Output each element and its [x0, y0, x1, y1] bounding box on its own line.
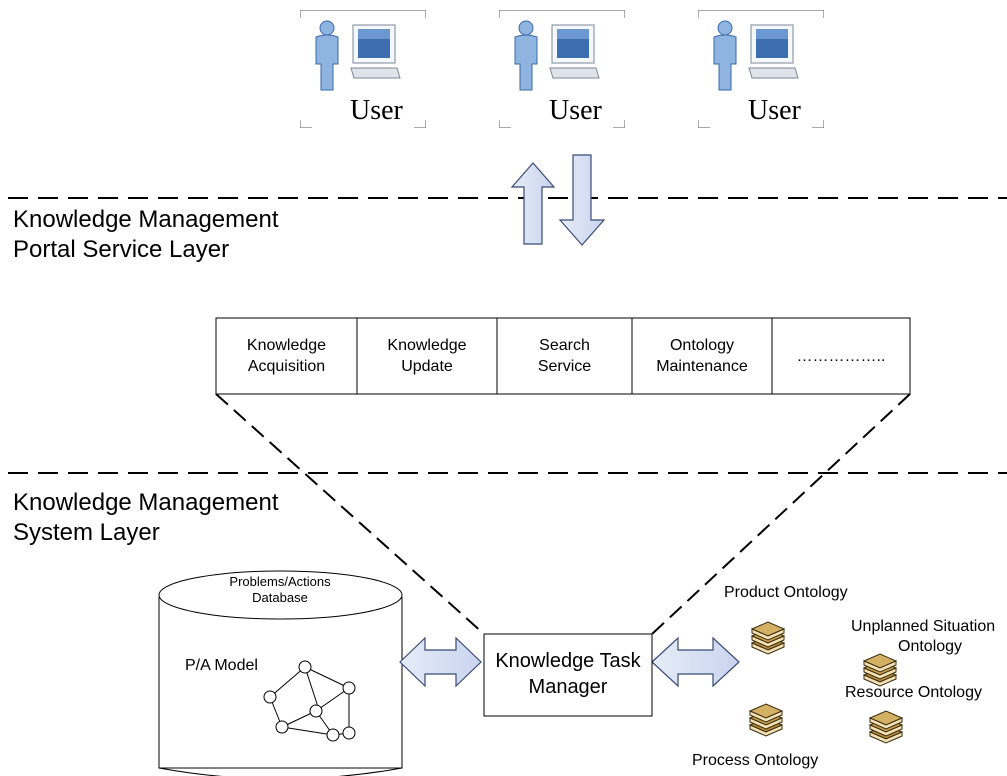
database-title-line2: Database: [252, 590, 308, 605]
funnel-right-line: [651, 393, 911, 635]
user-label: User: [549, 95, 602, 126]
service-ontology-maintenance: Ontology Maintenance: [632, 318, 772, 394]
pa-model-label: P/A Model: [185, 657, 258, 674]
unplanned-ontology-icon: [863, 653, 897, 687]
user-card: User: [698, 10, 824, 128]
service-search: Search Service: [497, 318, 632, 394]
process-ontology-icon: [749, 703, 783, 737]
service-label-line1: Ontology: [669, 337, 735, 354]
unplanned-ontology-label: Unplanned Situation Ontology: [851, 617, 1007, 657]
user-card: User: [300, 10, 426, 128]
database-cylinder: [158, 570, 403, 776]
service-knowledge-update: Knowledge Update: [357, 318, 497, 394]
db-manager-double-arrow: [399, 636, 482, 688]
pa-model-graph: [263, 660, 356, 742]
funnel-left-line: [215, 393, 485, 635]
service-label-line2: Acquisition: [247, 358, 326, 375]
service-label-line1: Search: [539, 337, 590, 354]
process-ontology-label: Process Ontology: [692, 752, 819, 769]
task-manager-line2: Manager: [528, 676, 608, 698]
task-manager-box: [483, 633, 653, 717]
database-title-line1: Problems/Actions: [229, 574, 331, 589]
user-label: User: [350, 95, 403, 126]
service-label-line1: ……………..: [796, 347, 886, 365]
portal-layer-title: Knowledge Management Portal Service Laye…: [13, 205, 279, 265]
unplanned-ontology-line2: Ontology: [898, 638, 963, 655]
service-label-line2: Maintenance: [656, 358, 748, 375]
user-label: User: [748, 95, 801, 126]
system-layer-title-line1: Knowledge Management: [13, 489, 279, 516]
task-manager-label: Knowledge Task Manager: [484, 648, 652, 700]
system-layer-title-line2: System Layer: [13, 519, 160, 546]
unplanned-ontology-line1: Unplanned Situation: [851, 618, 996, 635]
down-arrow: [558, 154, 606, 246]
manager-ontology-double-arrow: [651, 636, 740, 688]
portal-layer-title-line2: Portal Service Layer: [13, 236, 230, 263]
system-layer-title: Knowledge Management System Layer: [13, 488, 279, 548]
portal-layer-title-line1: Knowledge Management: [13, 206, 279, 233]
service-more: ……………..: [772, 318, 910, 394]
task-manager-line1: Knowledge Task: [495, 650, 641, 672]
computer-icon: [549, 24, 600, 79]
database-title: Problems/Actions Database: [200, 574, 360, 606]
service-label-line1: Knowledge: [246, 337, 327, 354]
product-ontology-label: Product Ontology: [724, 584, 848, 601]
person-icon: [514, 20, 538, 91]
service-label-line1: Knowledge: [387, 337, 467, 354]
product-ontology-icon: [751, 621, 785, 655]
up-arrow: [510, 162, 556, 245]
services-bar: [215, 317, 911, 395]
resource-ontology-icon: [869, 710, 903, 744]
service-label-line2: Service: [537, 358, 592, 375]
computer-icon: [350, 24, 401, 79]
service-label-line2: Update: [401, 358, 453, 375]
computer-icon: [748, 24, 799, 79]
user-card: User: [499, 10, 625, 128]
person-icon: [315, 20, 339, 91]
person-icon: [713, 20, 737, 91]
service-knowledge-acquisition: Knowledge Acquisition: [216, 318, 357, 394]
resource-ontology-label: Resource Ontology: [845, 684, 982, 701]
